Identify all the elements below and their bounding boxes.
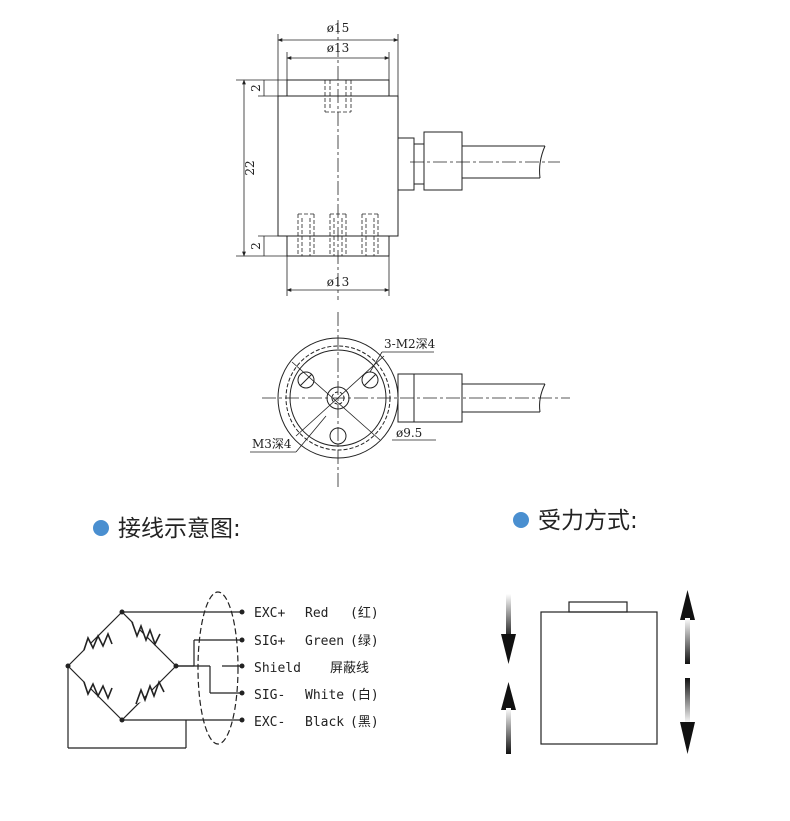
wire-row: Shield 屏蔽线 (254, 661, 369, 676)
wire-color: Black (305, 715, 344, 730)
force-diagram (501, 590, 695, 754)
dim-outer-diameter: ø15 (327, 21, 350, 35)
wire-signal: Shield (254, 661, 301, 676)
wire-row: SIG+ Green (绿) (254, 634, 379, 649)
wire-color: Green (305, 634, 344, 649)
wire-color-cn: (红) (350, 605, 379, 621)
arrow-up-icon (506, 708, 511, 754)
wheatstone-bridge (67, 591, 240, 749)
dim-body-height: 22 (243, 160, 257, 175)
wire-signal: EXC+ (254, 606, 285, 621)
bullet-dot (513, 512, 529, 528)
dim-cap-diameter: ø13 (327, 41, 350, 55)
wire-color: White (305, 688, 344, 703)
wire-row: EXC+ Red (红) (254, 605, 379, 621)
dim-base-diameter: ø13 (327, 275, 350, 289)
wire-row: SIG- White (白) (254, 687, 379, 703)
sensor-block (540, 611, 658, 745)
wire-row: EXC- Black (黑) (254, 715, 379, 730)
label-thread-holes: 3-M2深4 (384, 337, 436, 351)
arrow-down-icon (506, 594, 511, 640)
bridge-nodes (65, 609, 245, 723)
arrow-up-icon (685, 618, 690, 664)
label-bolt-circle: ø9.5 (396, 426, 422, 440)
dim-top-height: 2 (249, 84, 263, 92)
dim-bottom-height: 2 (249, 242, 263, 250)
side-view (236, 20, 560, 300)
arrow-down-icon (685, 678, 690, 724)
top-view (250, 312, 570, 488)
wire-signal: EXC- (254, 715, 285, 730)
wire-signal: SIG- (254, 688, 285, 703)
wire-color-cn: (黑) (350, 715, 379, 730)
wire-signal: SIG+ (254, 634, 285, 649)
force-title: 受力方式: (538, 508, 638, 534)
label-center-thread: M3深4 (252, 437, 292, 451)
loading-cap (568, 601, 628, 613)
wire-color: Red (305, 606, 328, 621)
wire-color-cn: (绿) (350, 634, 379, 649)
wire-color-cn: (白) (350, 687, 379, 703)
wiring-title: 接线示意图: (118, 516, 241, 542)
cable-gland (397, 137, 415, 191)
bottom-base (286, 235, 390, 257)
wire-color-cn: 屏蔽线 (330, 661, 369, 676)
bullet-dot (93, 520, 109, 536)
